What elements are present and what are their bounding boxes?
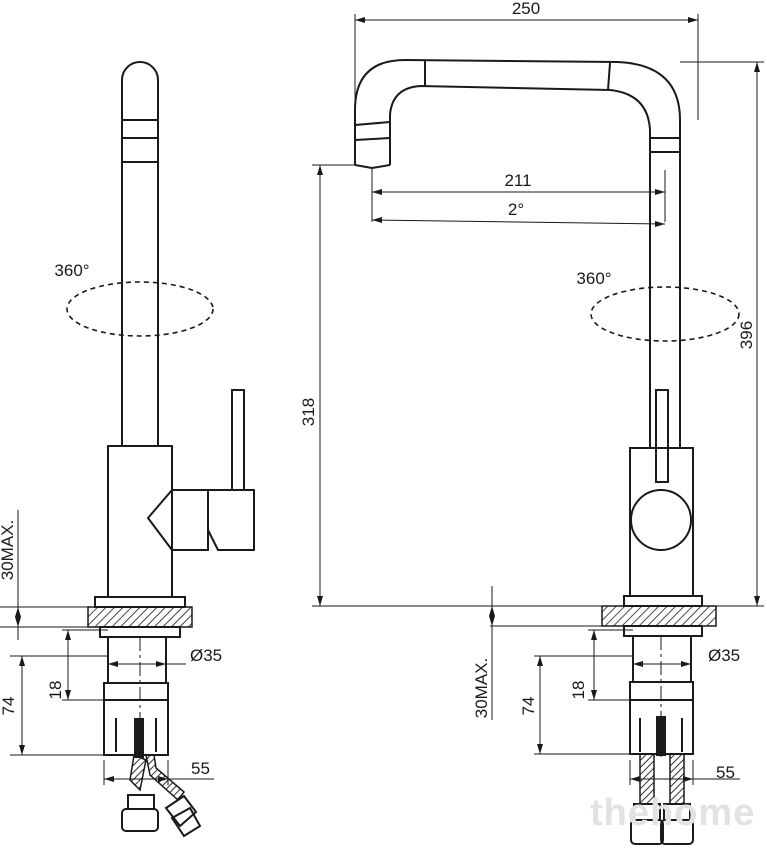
side-rotation-ellipse bbox=[66, 281, 214, 337]
label-reach-211: 211 bbox=[504, 171, 531, 190]
label-18-right: 18 bbox=[569, 681, 588, 700]
front-lever-knob bbox=[630, 489, 692, 551]
label-rotation-left: 360° bbox=[54, 261, 89, 280]
label-height-396: 396 bbox=[737, 321, 756, 349]
label-diameter-right: Ø35 bbox=[708, 646, 740, 665]
front-counter bbox=[601, 605, 717, 627]
label-rotation-right: 360° bbox=[576, 269, 611, 288]
label-74-right: 74 bbox=[519, 697, 538, 716]
label-max-right: 30MAX. bbox=[472, 658, 491, 718]
label-width-250: 250 bbox=[512, 0, 540, 18]
label-55-left: 55 bbox=[191, 759, 210, 778]
label-55-right: 55 bbox=[716, 763, 735, 782]
label-74-left: 74 bbox=[0, 697, 18, 716]
front-view bbox=[354, 58, 740, 845]
side-shank bbox=[107, 636, 167, 684]
front-spout-inner bbox=[389, 84, 651, 448]
front-lever-handle bbox=[655, 389, 669, 483]
label-angle-2: 2° bbox=[508, 200, 524, 219]
front-spout-outer bbox=[354, 58, 681, 448]
side-lever-knob bbox=[146, 489, 209, 551]
label-diameter-left: Ø35 bbox=[190, 646, 222, 665]
front-rotation-ellipse bbox=[590, 286, 740, 342]
side-view bbox=[0, 61, 255, 838]
front-body bbox=[629, 447, 694, 596]
side-lever-handle bbox=[231, 389, 245, 491]
side-counter bbox=[87, 606, 193, 628]
watermark: thehome bbox=[590, 792, 755, 834]
dimensions bbox=[10, 14, 764, 785]
side-body bbox=[107, 445, 173, 597]
dimension-labels: 250 211 2° 360° 360° 396 318 Ø35 Ø35 30M… bbox=[0, 0, 756, 782]
side-spout-tube bbox=[121, 61, 159, 446]
label-18-left: 18 bbox=[46, 681, 65, 700]
label-max-left: 30MAX. bbox=[0, 520, 17, 580]
front-shank bbox=[632, 635, 692, 683]
label-height-318: 318 bbox=[299, 398, 318, 426]
